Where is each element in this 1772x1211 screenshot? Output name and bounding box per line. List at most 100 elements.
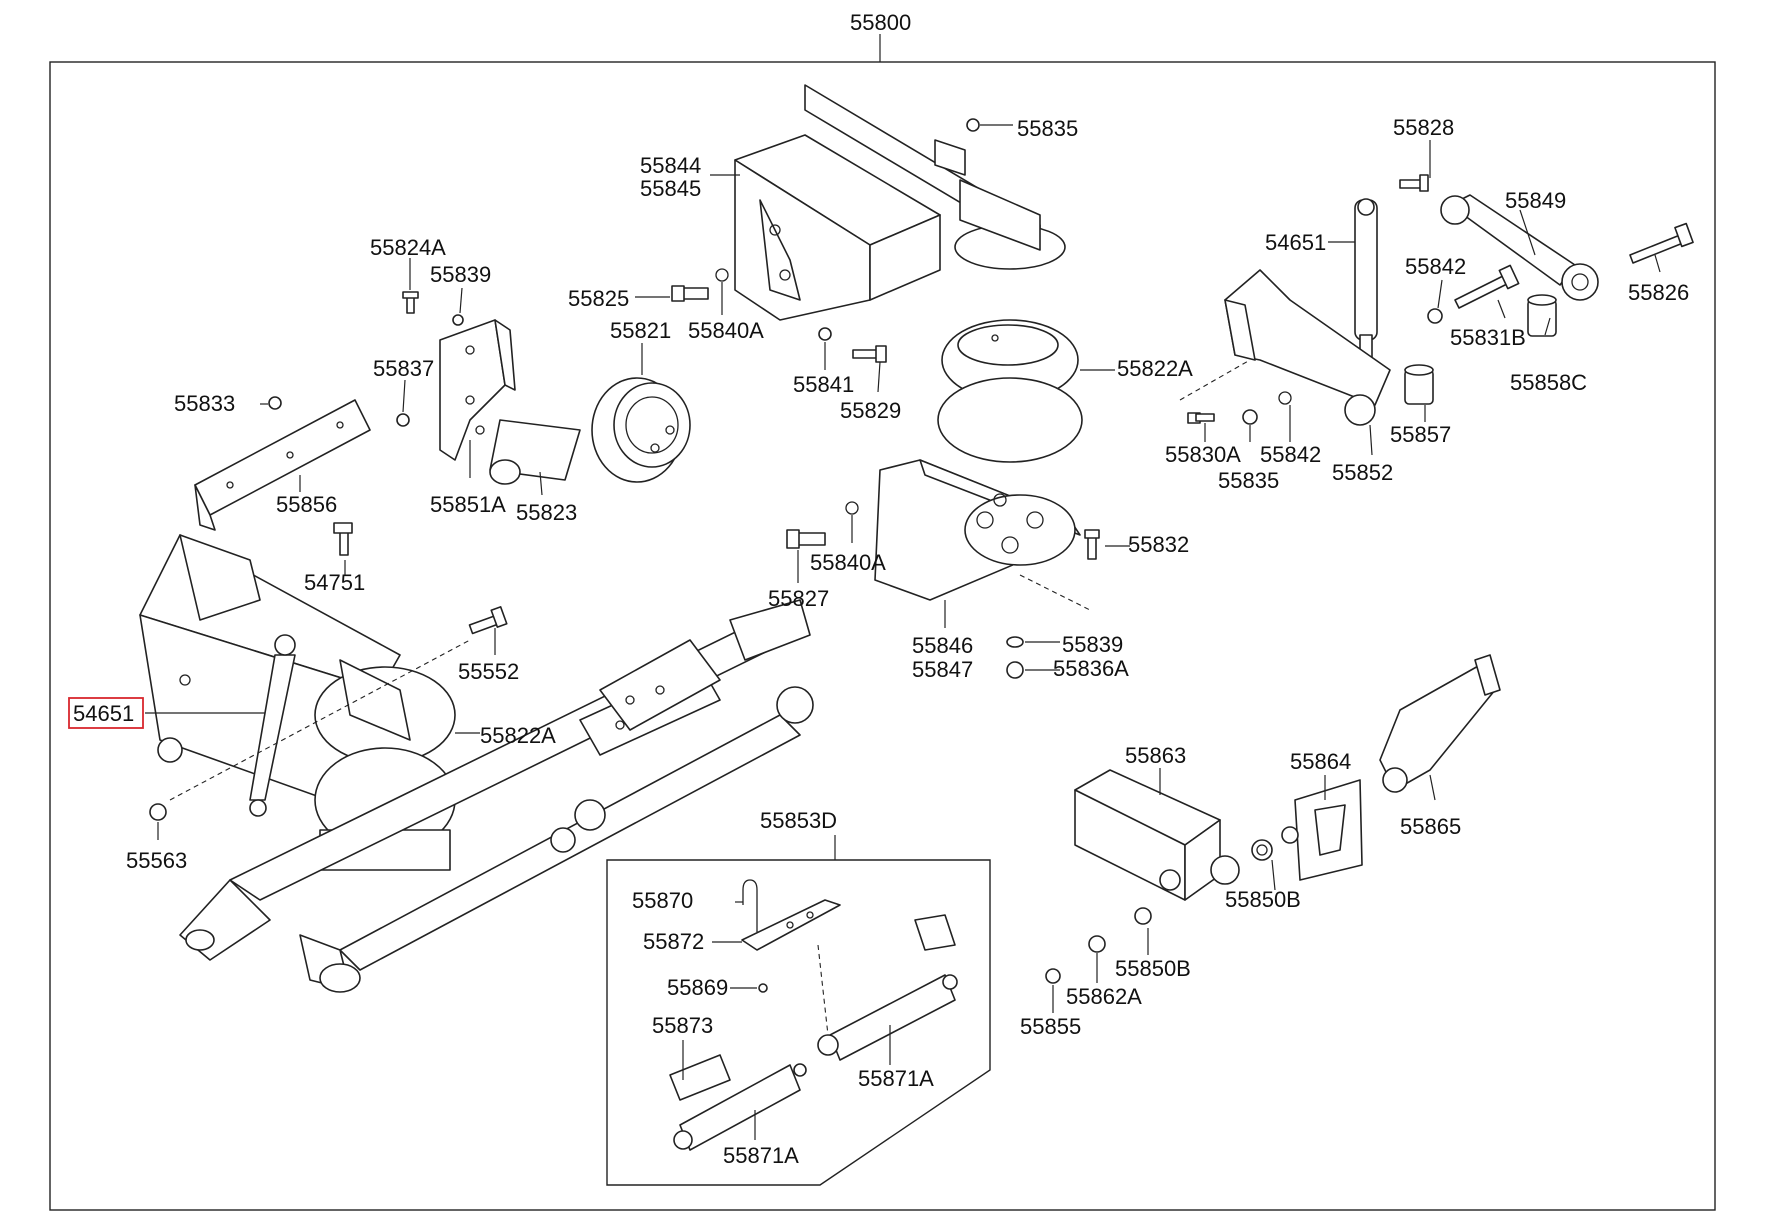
part-number-label[interactable]: 55830A xyxy=(1165,442,1241,467)
washer-icon xyxy=(1427,308,1443,324)
pin-icon xyxy=(402,291,419,314)
part-number-label[interactable]: 55839 xyxy=(1062,632,1123,657)
part-number-label[interactable]: 55835 xyxy=(1218,468,1279,493)
bolt-icon xyxy=(1084,529,1100,560)
part-number-label[interactable]: 55855 xyxy=(1020,1014,1081,1039)
channel-55856 xyxy=(194,399,371,531)
bolt-icon xyxy=(468,606,508,635)
part-number-label[interactable]: 55845 xyxy=(640,176,701,201)
part-number-label[interactable]: 55850B xyxy=(1115,956,1191,981)
assembly-frame xyxy=(49,61,1716,1211)
nut-icon xyxy=(1242,409,1258,425)
part-number-label[interactable]: 55850B xyxy=(1225,887,1301,912)
part-number-label[interactable]: 55869 xyxy=(667,975,728,1000)
part-number-label[interactable]: 55825 xyxy=(568,286,629,311)
bolt-icon xyxy=(333,522,353,556)
part-number-label[interactable]: 55858C xyxy=(1510,370,1587,395)
nut-icon xyxy=(1045,968,1061,984)
part-number-label[interactable]: 55839 xyxy=(430,262,491,287)
bushing-icon xyxy=(1404,364,1434,405)
part-number-label[interactable]: 55835 xyxy=(1017,116,1078,141)
trailing-arm xyxy=(1179,269,1391,426)
part-number-label[interactable]: 55837 xyxy=(373,356,434,381)
part-number-label[interactable]: 55829 xyxy=(840,398,901,423)
nut-icon xyxy=(452,314,464,326)
part-number-label[interactable]: 55847 xyxy=(912,657,973,682)
part-number-label[interactable]: 55844 xyxy=(640,153,701,178)
part-number-label[interactable]: 54651 xyxy=(73,701,134,726)
part-number-label[interactable]: 55833 xyxy=(174,391,235,416)
part-number-label[interactable]: 55853D xyxy=(760,808,837,833)
part-number-label[interactable]: 55822A xyxy=(1117,356,1193,381)
part-number-label[interactable]: 55872 xyxy=(643,929,704,954)
part-number-label[interactable]: 55857 xyxy=(1390,422,1451,447)
part-number-label[interactable]: 55863 xyxy=(1125,743,1186,768)
part-number-label[interactable]: 55851A xyxy=(430,492,506,517)
part-number-label[interactable]: 55842 xyxy=(1260,442,1321,467)
sleeve-icon xyxy=(489,419,581,485)
long-bolt-icon xyxy=(1454,264,1520,309)
part-number-label[interactable]: 55871A xyxy=(858,1066,934,1091)
bolt-icon xyxy=(1399,174,1429,192)
nut-icon xyxy=(1006,661,1024,679)
part-number-label[interactable]: 55852 xyxy=(1332,460,1393,485)
air-bag-55821 xyxy=(591,377,691,483)
part-number-label[interactable]: 55846 xyxy=(912,633,973,658)
bolt-icon xyxy=(852,345,887,363)
part-number-label[interactable]: 55821 xyxy=(610,318,671,343)
bolt-icon xyxy=(671,285,709,302)
bracket-55851A xyxy=(439,319,516,461)
part-number-label[interactable]: 54751 xyxy=(304,570,365,595)
part-number-label[interactable]: 55849 xyxy=(1505,188,1566,213)
part-number-label[interactable]: 55552 xyxy=(458,659,519,684)
part-number-label[interactable]: 55563 xyxy=(126,848,187,873)
highlight-box[interactable] xyxy=(68,697,144,729)
part-number-label[interactable]: 55822A xyxy=(480,723,556,748)
part-number-label[interactable]: 55873 xyxy=(652,1013,713,1038)
part-number-label[interactable]: 55842 xyxy=(1405,254,1466,279)
part-number-label[interactable]: 55824A xyxy=(370,235,446,260)
part-number-label[interactable]: 54651 xyxy=(1265,230,1326,255)
part-number-label[interactable]: 55823 xyxy=(516,500,577,525)
bushing-icon xyxy=(1527,294,1557,337)
shock-absorber-left xyxy=(249,634,296,817)
part-number-label[interactable]: 55871A xyxy=(723,1143,799,1168)
bushing-icon xyxy=(1088,935,1106,953)
part-number-label[interactable]: 55856 xyxy=(276,492,337,517)
part-number-label[interactable]: 55840A xyxy=(810,550,886,575)
part-number-label[interactable]: 55827 xyxy=(768,586,829,611)
part-number-label[interactable]: 55836A xyxy=(1053,656,1129,681)
subassembly-frame xyxy=(606,859,991,1186)
nut-icon xyxy=(758,983,768,993)
plate-55872 xyxy=(741,899,841,951)
bushing-icon xyxy=(1251,839,1273,861)
cab-mount-bracket-55865 xyxy=(1379,654,1501,793)
nut-icon xyxy=(966,118,980,132)
part-number-label[interactable]: 55870 xyxy=(632,888,693,913)
air-spring-upper xyxy=(937,319,1083,463)
bolt-icon xyxy=(1187,412,1215,424)
bolt-icon xyxy=(786,529,826,549)
long-bolt-icon xyxy=(1629,222,1694,264)
frame-hanger-left xyxy=(139,534,401,816)
part-number-label[interactable]: 55800 xyxy=(850,10,911,35)
part-number-label[interactable]: 55826 xyxy=(1628,280,1689,305)
part-number-label[interactable]: 55862A xyxy=(1066,984,1142,1009)
part-number-label[interactable]: 55831B xyxy=(1450,325,1526,350)
part-number-label[interactable]: 55832 xyxy=(1128,532,1189,557)
washer-icon xyxy=(1134,907,1152,925)
cab-mount-55863 xyxy=(1074,769,1240,901)
washer-icon xyxy=(1006,636,1024,648)
part-number-label[interactable]: 55864 xyxy=(1290,749,1351,774)
part-number-label[interactable]: 55865 xyxy=(1400,814,1461,839)
strut-upper xyxy=(817,914,958,1061)
lower-bracket xyxy=(874,459,1091,611)
washer-icon xyxy=(845,501,859,515)
cab-mount-plate-55864 xyxy=(1281,779,1363,881)
part-number-label[interactable]: 55828 xyxy=(1393,115,1454,140)
torque-rod xyxy=(1440,194,1599,301)
part-number-label[interactable]: 55841 xyxy=(793,372,854,397)
part-number-label[interactable]: 55840A xyxy=(688,318,764,343)
leader-lines xyxy=(145,124,1661,1140)
